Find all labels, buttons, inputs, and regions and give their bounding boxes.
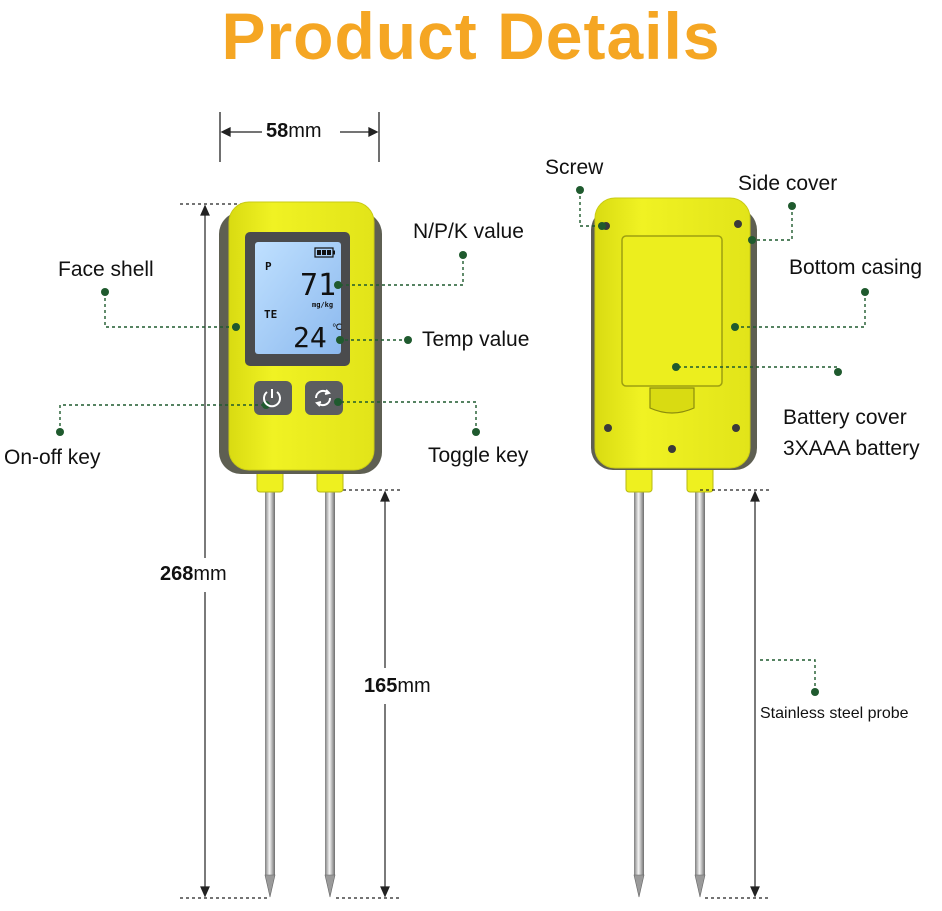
lcd-screen bbox=[255, 242, 341, 354]
back-probe-right bbox=[695, 480, 705, 875]
back-probe-left bbox=[634, 480, 644, 875]
lcd-reading: 71 bbox=[300, 268, 336, 303]
toggle-key-button bbox=[305, 381, 343, 415]
side-cover-label: Side cover bbox=[738, 172, 838, 195]
battery-cover bbox=[621, 235, 723, 387]
bottom-casing-label: Bottom casing bbox=[789, 256, 923, 279]
screw-label: Screw bbox=[545, 156, 604, 179]
temp-value-label: Temp value bbox=[422, 328, 530, 351]
height-dimension-line bbox=[180, 203, 270, 899]
page-title: Product Details bbox=[221, 0, 721, 73]
on-off-key-label: On-off key bbox=[4, 446, 101, 469]
battery-cover-label: Battery cover bbox=[783, 406, 907, 429]
face-shell-label: Face shell bbox=[58, 258, 154, 281]
npk-value-label: N/P/K value bbox=[413, 220, 524, 243]
battery-type-label: 3XAAA battery bbox=[783, 437, 920, 460]
screw bbox=[604, 424, 612, 432]
lcd-temp-unit: ℃ bbox=[332, 323, 342, 333]
lcd-mode-letter: P bbox=[265, 260, 272, 273]
battery-icon bbox=[314, 247, 335, 258]
width-dimension-label: 58mm bbox=[266, 120, 322, 142]
probe-dimension-line bbox=[325, 489, 400, 899]
toggle-cycle-icon bbox=[314, 389, 332, 407]
battery-cover-latch bbox=[649, 387, 695, 414]
front-device bbox=[219, 201, 382, 898]
back-device bbox=[591, 197, 757, 898]
screw bbox=[732, 424, 740, 432]
probe-label: Stainless steel probe bbox=[760, 705, 909, 722]
screw bbox=[668, 445, 676, 453]
height-dimension-label: 268mm bbox=[160, 563, 227, 585]
power-icon bbox=[263, 389, 281, 408]
front-probe-left bbox=[265, 480, 275, 875]
lcd-temperature: 24 bbox=[293, 321, 327, 354]
toggle-key-label: Toggle key bbox=[428, 444, 529, 467]
leader-dots bbox=[56, 186, 869, 696]
front-probe-right bbox=[325, 480, 335, 875]
back-probe-dimension-line bbox=[700, 489, 770, 899]
width-dimension-line bbox=[219, 112, 380, 162]
lcd-reading-unit: mg/kg bbox=[312, 301, 333, 309]
lcd-temp-mode: TE bbox=[264, 308, 277, 321]
screw bbox=[734, 220, 742, 228]
probe-length-label: 165mm bbox=[364, 675, 431, 697]
